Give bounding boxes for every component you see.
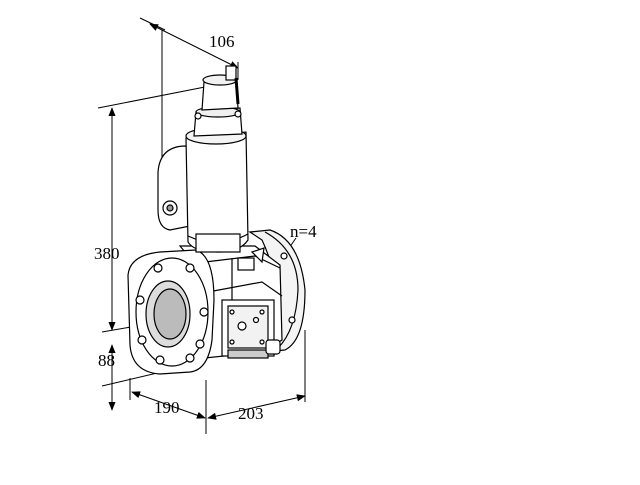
dimension-lines <box>97 17 306 434</box>
cable-gland <box>265 339 281 355</box>
neck-screw <box>194 112 202 120</box>
rear-flange-bolt-hole <box>280 252 288 260</box>
dim-106-label: 106 <box>209 32 235 51</box>
dim-380-extension-top <box>97 85 211 109</box>
cap-shadow-edge <box>234 77 240 105</box>
front-flange-bolt-hole <box>137 335 147 345</box>
vent-nipple <box>225 65 237 81</box>
neck-screw <box>234 110 242 118</box>
control-box-screw <box>259 339 265 345</box>
front-flange-bolt-hole <box>185 263 195 273</box>
front-flange-bore-inner <box>153 288 187 340</box>
dim-106-line <box>149 23 239 69</box>
rear-flange-rim <box>264 231 299 349</box>
bracket-connector-pin <box>166 204 174 212</box>
dim-88-label: 88 <box>98 351 115 370</box>
dim-203-label: 203 <box>238 404 264 423</box>
rear-flange-bolt-hole <box>288 316 296 324</box>
front-flange-bolt-hole <box>153 263 163 273</box>
control-box-screw <box>229 339 235 345</box>
housing-cover-tab <box>250 247 265 264</box>
cylinder-collar <box>195 233 241 253</box>
front-flange-bolt-hole <box>185 353 195 363</box>
control-box-screw <box>237 321 247 331</box>
dim-203-line <box>207 394 306 420</box>
control-box-screw <box>252 316 260 324</box>
bolt-count-label: n=4 <box>290 222 317 241</box>
valve-body <box>127 65 306 375</box>
front-flange-bolt-hole <box>155 355 165 365</box>
housing-mid-edge <box>207 281 283 297</box>
front-flange-bolt-hole <box>135 295 145 305</box>
front-flange-bolt-hole <box>199 307 209 317</box>
flow-indicator <box>237 257 255 271</box>
dim-190-label: 190 <box>154 398 180 417</box>
control-box-terminal <box>227 349 269 359</box>
dim-106-extension-left <box>139 17 166 31</box>
dim-190-line <box>131 391 206 419</box>
control-box-screw <box>259 309 265 315</box>
housing-top-edge <box>204 255 281 269</box>
control-box-screw <box>229 309 235 315</box>
dim-380-label: 380 <box>94 244 120 263</box>
front-flange-bolt-hole <box>195 339 205 349</box>
